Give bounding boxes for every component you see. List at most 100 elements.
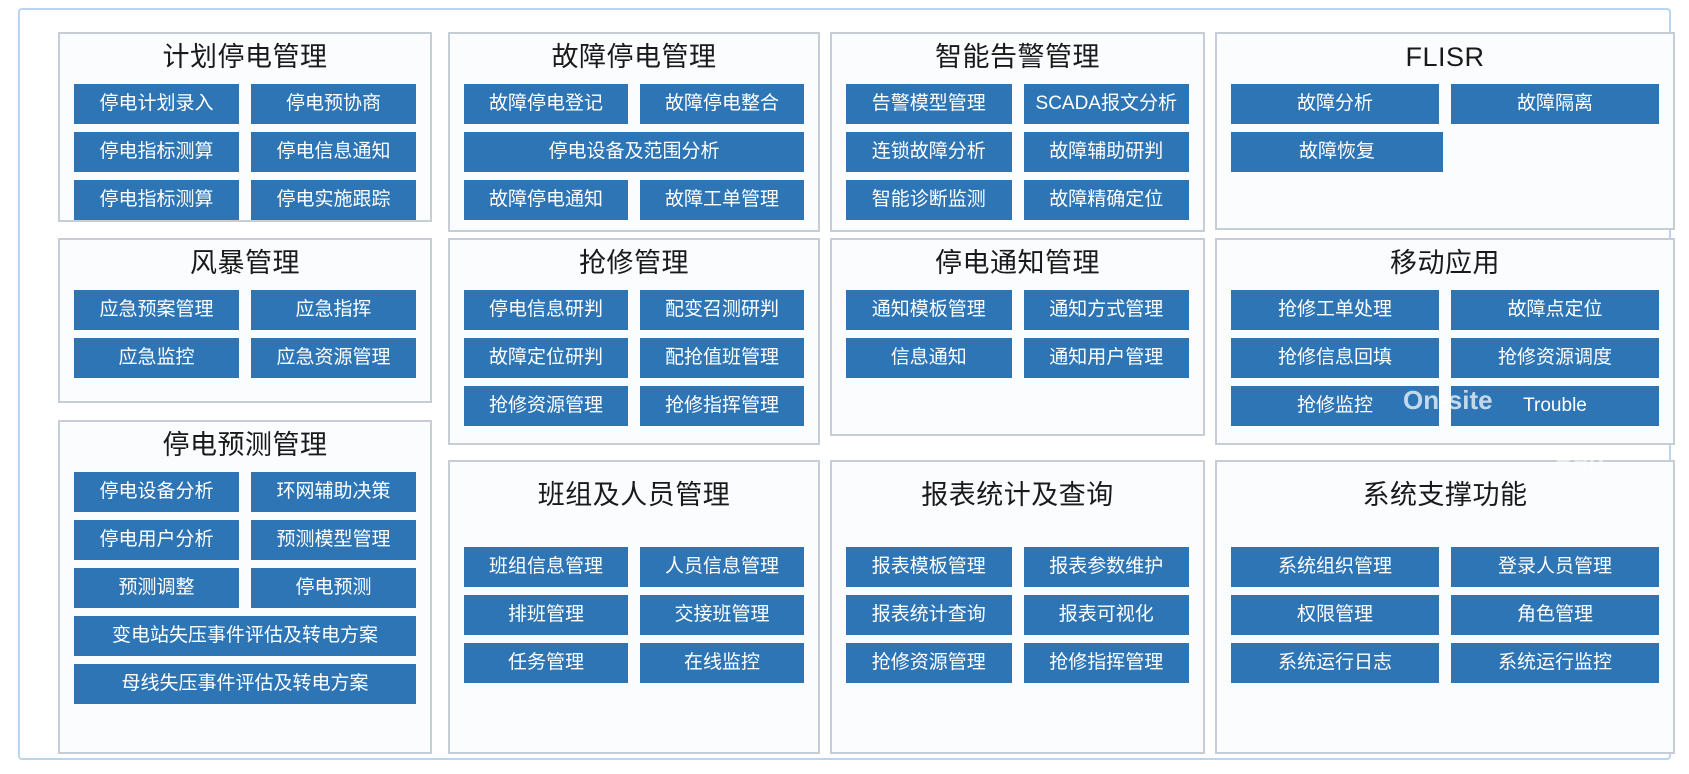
module-tile[interactable]: 故障工单管理 [640, 179, 804, 220]
module-tile[interactable]: Trouble [1451, 385, 1659, 426]
module-tile[interactable]: 登录人员管理 [1451, 546, 1659, 587]
module-tile[interactable]: 故障停电整合 [640, 83, 804, 124]
tile-row: 应急预案管理 应急指挥 [74, 289, 416, 330]
module-tile[interactable]: 应急监控 [74, 337, 239, 378]
panel-intelligent-alarm-management[interactable]: 智能告警管理 告警模型管理 SCADA报文分析 连锁故障分析 故障辅助研判 智能… [830, 32, 1205, 232]
panel-outage-forecast-management[interactable]: 停电预测管理 停电设备分析 环网辅助决策 停电用户分析 预测模型管理 预测调整 … [58, 420, 432, 754]
module-tile[interactable]: 交接班管理 [640, 594, 804, 635]
module-tile[interactable]: 通知模板管理 [846, 289, 1012, 330]
tile-row: 排班管理 交接班管理 [464, 594, 804, 635]
tile-row: 故障定位研判 配抢值班管理 [464, 337, 804, 378]
module-tile[interactable]: 角色管理 [1451, 594, 1659, 635]
module-tile[interactable]: 停电信息研判 [464, 289, 628, 330]
module-tile[interactable]: 停电实施跟踪 [251, 179, 416, 220]
module-tile[interactable]: 抢修监控 [1231, 385, 1439, 426]
module-tile[interactable]: 智能诊断监测 [846, 179, 1012, 220]
module-tile[interactable]: 应急指挥 [251, 289, 416, 330]
module-tile[interactable]: 变电站失压事件评估及转电方案 [74, 615, 416, 656]
panel-report-statistics-and-query[interactable]: 报表统计及查询 报表模板管理 报表参数维护 报表统计查询 报表可视化 抢修资源管… [830, 460, 1205, 754]
module-tile[interactable]: 停电指标测算 [74, 179, 239, 220]
module-tile[interactable]: 告警模型管理 [846, 83, 1012, 124]
module-tile[interactable]: 班组信息管理 [464, 546, 628, 587]
module-tile[interactable]: 抢修工单处理 [1231, 289, 1439, 330]
module-tile[interactable]: 配抢值班管理 [640, 337, 804, 378]
tile-row: 信息通知 通知用户管理 [846, 337, 1189, 378]
module-tile[interactable]: 人员信息管理 [640, 546, 804, 587]
panel-tiles: 故障分析 故障隔离 故障恢复 [1231, 83, 1659, 172]
module-tile[interactable]: 信息通知 [846, 337, 1012, 378]
module-tile[interactable]: 停电设备及范围分析 [464, 131, 804, 172]
panel-tiles: 故障停电登记 故障停电整合 停电设备及范围分析 故障停电通知 故障工单管理 [464, 83, 804, 220]
module-tile[interactable]: 应急资源管理 [251, 337, 416, 378]
module-tile[interactable]: 报表参数维护 [1023, 546, 1189, 587]
tile-row: 应急监控 应急资源管理 [74, 337, 416, 378]
panel-tiles: 班组信息管理 人员信息管理 排班管理 交接班管理 任务管理 在线监控 [464, 546, 804, 683]
module-tile[interactable]: 抢修信息回填 [1231, 337, 1439, 378]
module-tile[interactable]: 停电信息通知 [251, 131, 416, 172]
module-tile[interactable]: 故障定位研判 [464, 337, 628, 378]
module-tile[interactable]: 系统组织管理 [1231, 546, 1439, 587]
panel-team-and-personnel-management[interactable]: 班组及人员管理 班组信息管理 人员信息管理 排班管理 交接班管理 任务管理 在线… [448, 460, 820, 754]
module-tile[interactable]: 故障停电通知 [464, 179, 628, 220]
tile-row: 智能诊断监测 故障精确定位 [846, 179, 1189, 220]
module-tile[interactable]: 停电指标测算 [74, 131, 239, 172]
module-tile[interactable]: 母线失压事件评估及转电方案 [74, 663, 416, 704]
module-tile[interactable]: 报表模板管理 [846, 546, 1012, 587]
module-tile[interactable]: 抢修资源管理 [464, 385, 628, 426]
panel-tiles: 应急预案管理 应急指挥 应急监控 应急资源管理 [74, 289, 416, 378]
tile-row: 故障停电通知 故障工单管理 [464, 179, 804, 220]
panel-tiles: 告警模型管理 SCADA报文分析 连锁故障分析 故障辅助研判 智能诊断监测 故障… [846, 83, 1189, 220]
module-tile[interactable]: 报表统计查询 [846, 594, 1012, 635]
panel-title: 停电预测管理 [162, 430, 328, 460]
module-tile[interactable]: 抢修资源调度 [1451, 337, 1659, 378]
module-tile[interactable]: 停电预协商 [251, 83, 416, 124]
module-tile[interactable]: 权限管理 [1231, 594, 1439, 635]
module-tile[interactable]: 抢修资源管理 [846, 642, 1012, 683]
module-tile[interactable]: 停电计划录入 [74, 83, 239, 124]
panel-planned-outage-management[interactable]: 计划停电管理 停电计划录入 停电预协商 停电指标测算 停电信息通知 停电指标测算… [58, 32, 432, 222]
module-tile[interactable]: 通知方式管理 [1023, 289, 1189, 330]
panel-tiles: 系统组织管理 登录人员管理 权限管理 角色管理 系统运行日志 系统运行监控 [1231, 546, 1659, 683]
panel-system-support-functions[interactable]: 系统支撑功能 系统组织管理 登录人员管理 权限管理 角色管理 系统运行日志 系统… [1215, 460, 1675, 754]
tile-row: 故障分析 故障隔离 [1231, 83, 1659, 124]
module-tile[interactable]: 连锁故障分析 [846, 131, 1012, 172]
module-tile[interactable]: 抢修指挥管理 [1023, 642, 1189, 683]
module-tile[interactable]: 抢修指挥管理 [640, 385, 804, 426]
module-tile[interactable]: 在线监控 [640, 642, 804, 683]
module-tile[interactable]: 应急预案管理 [74, 289, 239, 330]
panel-tiles: 抢修工单处理 故障点定位 抢修信息回填 抢修资源调度 抢修监控 Trouble [1231, 289, 1659, 426]
module-tile[interactable]: 预测调整 [74, 567, 239, 608]
module-tile[interactable]: 故障停电登记 [464, 83, 628, 124]
module-tile[interactable]: 系统运行日志 [1231, 642, 1439, 683]
panel-outage-notification-management[interactable]: 停电通知管理 通知模板管理 通知方式管理 信息通知 通知用户管理 [830, 238, 1205, 436]
module-tile[interactable]: 环网辅助决策 [251, 471, 416, 512]
panel-mobile-application[interactable]: 移动应用 抢修工单处理 故障点定位 抢修信息回填 抢修资源调度 抢修监控 Tro… [1215, 238, 1675, 445]
module-tile[interactable]: 报表可视化 [1023, 594, 1189, 635]
module-tile[interactable]: 故障隔离 [1451, 83, 1659, 124]
module-tile[interactable]: 故障恢复 [1231, 131, 1443, 172]
module-tile[interactable]: 故障精确定位 [1023, 179, 1189, 220]
panel-storm-management[interactable]: 风暴管理 应急预案管理 应急指挥 应急监控 应急资源管理 [58, 238, 432, 403]
module-tile[interactable]: 故障点定位 [1451, 289, 1659, 330]
panel-emergency-repair-management[interactable]: 抢修管理 停电信息研判 配变召测研判 故障定位研判 配抢值班管理 抢修资源管理 … [448, 238, 820, 445]
module-tile[interactable]: 停电设备分析 [74, 471, 239, 512]
module-tile[interactable]: 停电预测 [251, 567, 416, 608]
panel-title: 停电通知管理 [935, 248, 1100, 278]
module-tile[interactable]: 配变召测研判 [640, 289, 804, 330]
tile-row: 权限管理 角色管理 [1231, 594, 1659, 635]
panel-flisr[interactable]: FLISR 故障分析 故障隔离 故障恢复 [1215, 32, 1675, 230]
module-tile[interactable]: 故障分析 [1231, 83, 1439, 124]
tile-row: 任务管理 在线监控 [464, 642, 804, 683]
panel-fault-outage-management[interactable]: 故障停电管理 故障停电登记 故障停电整合 停电设备及范围分析 故障停电通知 故障… [448, 32, 820, 232]
module-tile[interactable]: 系统运行监控 [1451, 642, 1659, 683]
panel-title: 系统支撑功能 [1362, 480, 1528, 510]
module-tile[interactable]: SCADA报文分析 [1023, 83, 1189, 124]
panel-title: 计划停电管理 [162, 42, 328, 72]
module-tile[interactable]: 预测模型管理 [251, 519, 416, 560]
module-tile[interactable]: 通知用户管理 [1023, 337, 1189, 378]
module-tile[interactable]: 停电用户分析 [74, 519, 239, 560]
module-tile[interactable]: 排班管理 [464, 594, 628, 635]
module-tile[interactable]: 故障辅助研判 [1023, 131, 1189, 172]
module-tile[interactable]: 任务管理 [464, 642, 628, 683]
